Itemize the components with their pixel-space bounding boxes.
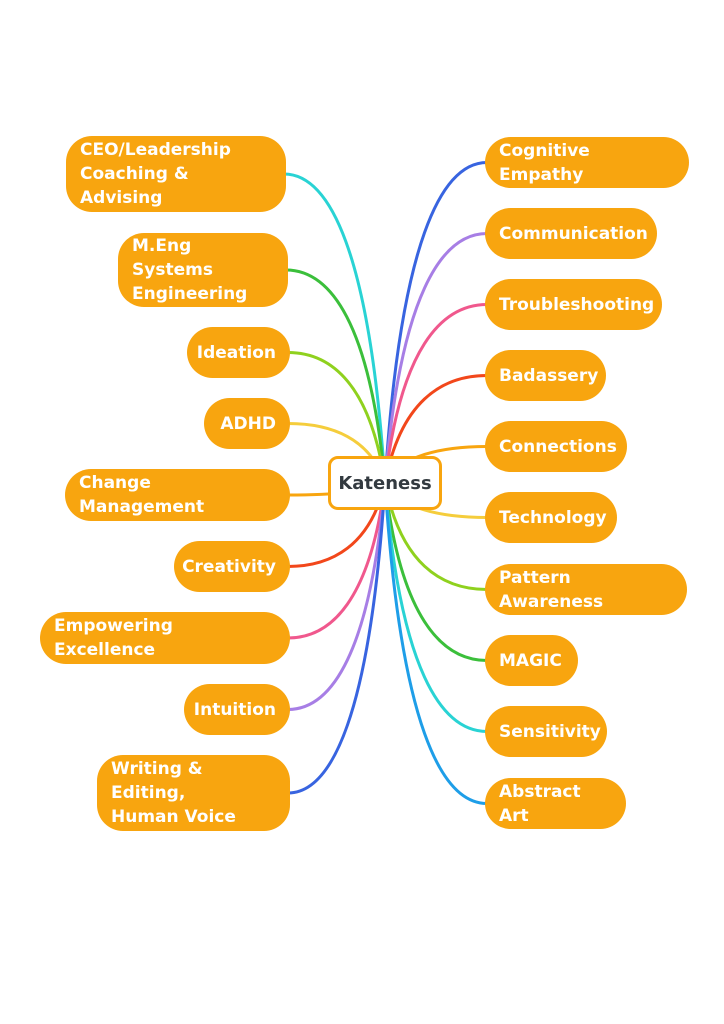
- branch-label: Communication: [499, 223, 648, 244]
- branch-writing-editing[interactable]: Writing & Editing, Human Voice: [97, 755, 290, 831]
- branch-creativity[interactable]: Creativity: [174, 541, 290, 592]
- branch-communication[interactable]: Communication: [485, 208, 657, 259]
- branch-technology[interactable]: Technology: [485, 492, 617, 543]
- connector-left-7: [286, 481, 387, 711]
- branch-empowering-excellence[interactable]: Empowering Excellence: [40, 612, 290, 664]
- branch-intuition[interactable]: Intuition: [184, 684, 290, 735]
- branch-label: Creativity: [182, 556, 276, 577]
- branch-magic[interactable]: MAGIC: [485, 635, 578, 686]
- branch-label: Ideation: [196, 342, 276, 363]
- branch-troubleshooting[interactable]: Troubleshooting: [485, 279, 662, 330]
- connector-right-9: [383, 481, 489, 805]
- branch-label: CEO/Leadership Coaching & Advising: [80, 140, 231, 208]
- central-topic-kateness[interactable]: Kateness: [328, 456, 442, 510]
- branch-label: Intuition: [193, 699, 276, 720]
- connector-left-6: [286, 481, 387, 640]
- branch-label: Badassery: [499, 365, 599, 386]
- branch-connections[interactable]: Connections: [485, 421, 627, 472]
- branch-label: ADHD: [220, 413, 276, 434]
- connector-right-1: [383, 232, 489, 485]
- branch-sensitivity[interactable]: Sensitivity: [485, 706, 607, 757]
- branch-adhd[interactable]: ADHD: [204, 398, 290, 449]
- central-topic-label: Kateness: [338, 472, 432, 494]
- branch-label: Sensitivity: [499, 721, 601, 742]
- branch-label: Abstract Art: [499, 781, 581, 826]
- branch-label: Troubleshooting: [499, 294, 655, 315]
- branch-cognitive-empathy[interactable]: Cognitive Empathy: [485, 137, 689, 188]
- branch-change-management[interactable]: Change Management: [65, 469, 290, 521]
- branch-pattern-awareness[interactable]: Pattern Awareness: [485, 564, 687, 615]
- connector-left-2: [286, 351, 387, 485]
- connector-right-7: [383, 481, 489, 662]
- branch-label: Technology: [499, 507, 607, 528]
- connector-left-0: [282, 172, 387, 485]
- branch-label: Connections: [499, 436, 617, 457]
- connector-left-1: [284, 268, 387, 485]
- branch-label: MAGIC: [499, 650, 562, 671]
- connector-right-8: [383, 481, 489, 733]
- connector-left-8: [286, 481, 387, 795]
- branch-ceo-leadership[interactable]: CEO/Leadership Coaching & Advising: [66, 136, 286, 212]
- branch-badassery[interactable]: Badassery: [485, 350, 606, 401]
- branch-label: Cognitive Empathy: [499, 140, 590, 185]
- connector-right-2: [383, 303, 489, 485]
- branch-label: Empowering Excellence: [54, 616, 173, 660]
- branch-label: Change Management: [79, 473, 205, 517]
- branch-ideation[interactable]: Ideation: [187, 327, 290, 378]
- branch-meng-systems[interactable]: M.Eng Systems Engineering: [118, 233, 288, 307]
- branch-abstract-art[interactable]: Abstract Art: [485, 778, 626, 829]
- connector-right-0: [383, 161, 489, 485]
- branch-label: Writing & Editing, Human Voice: [111, 759, 236, 827]
- branch-label: M.Eng Systems Engineering: [132, 236, 248, 304]
- branch-label: Pattern Awareness: [499, 567, 604, 612]
